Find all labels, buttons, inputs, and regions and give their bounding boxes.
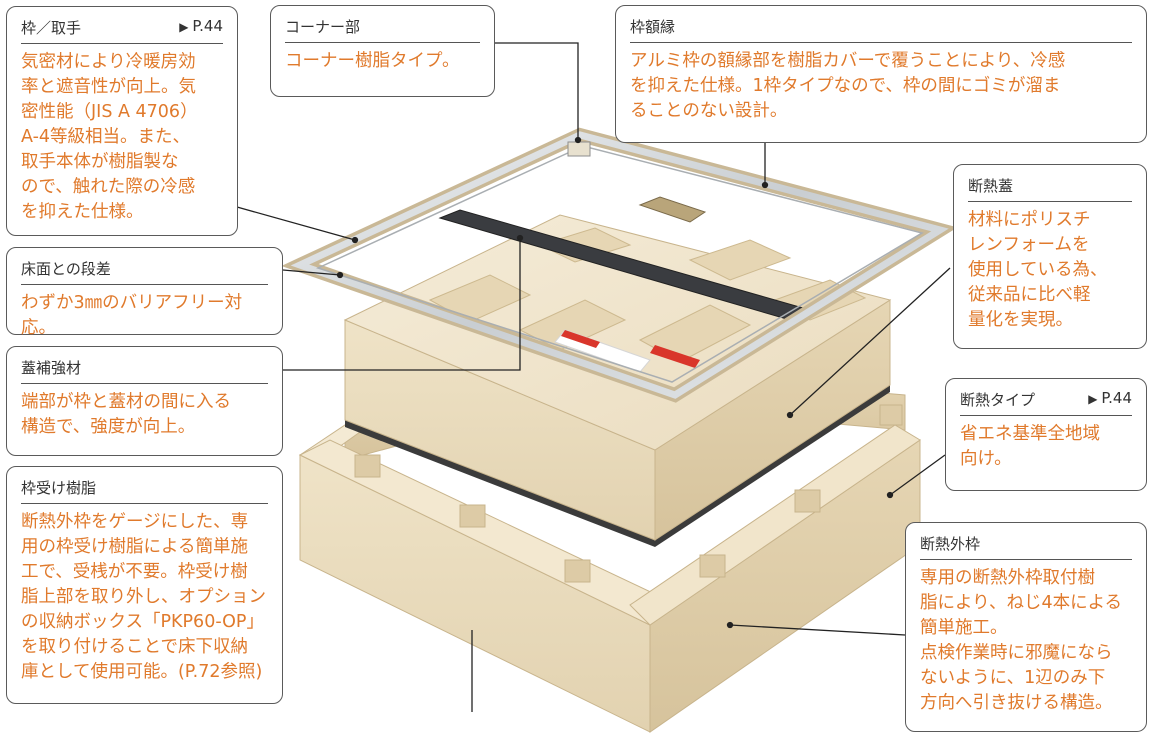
callout-insulated-lid: 断熱蓋 材料にポリスチ レンフォームを 使用している為、 従来品に比べ軽 量化を… [953,164,1147,349]
callout-corner-caption: コーナー部 [285,16,480,43]
callout-corner-title: コーナー部 [285,18,361,36]
callout-insulated-outer-frame-body: 専用の断熱外枠取付樹 脂により、ねじ4本による 簡単施工。 点検作業時に邪魔にな… [920,568,1123,713]
callout-insulated-outer-frame-title: 断熱外枠 [920,535,981,553]
callout-corner: コーナー部 コーナー樹脂タイプ。 [270,5,495,97]
callout-lid-reinforcement-title: 蓋補強材 [21,359,82,377]
callout-frame-handle-caption: 枠／取手 P.44 [21,17,223,44]
callout-frame-receiver-caption: 枠受け樹脂 [21,477,268,504]
callout-insulated-type-title: 断熱タイプ [960,391,1036,409]
callout-frame-receiver-body: 断熱外枠をゲージにした、専 用の枠受け樹脂による簡単施 工で、受桟が不要。枠受け… [21,512,266,682]
aluminium-frame-shape [281,127,958,403]
callout-corner-body: コーナー樹脂タイプ。 [285,51,460,71]
callout-frame-handle-body: 気密材により冷暖房効 率と遮音性が向上。気 密性能（JIS A 4706） A-… [21,52,198,222]
callout-floor-step-body: わずか3㎜のバリアフリー対応。 [21,293,243,338]
callout-lid-reinforcement-caption: 蓋補強材 [21,357,268,384]
handle-shape [638,196,707,223]
callout-lid-reinforcement: 蓋補強材 端部が枠と蓋材の間に入る 構造で、強度が向上。 [6,346,283,456]
callout-frame-receiver: 枠受け樹脂 断熱外枠をゲージにした、専 用の枠受け樹脂による簡単施 工で、受桟が… [6,466,283,704]
callout-floor-step: 床面との段差 わずか3㎜のバリアフリー対応。 [6,247,283,338]
callout-insulated-outer-frame: 断熱外枠 専用の断熱外枠取付樹 脂により、ねじ4本による 簡単施工。 点検作業時… [905,522,1147,732]
callout-insulated-type-page-ref: P.44 [1088,389,1132,410]
insulated-outer-frame-shape [298,364,921,733]
callout-insulated-outer-frame-caption: 断熱外枠 [920,533,1132,560]
callout-insulated-lid-title: 断熱蓋 [968,177,1014,195]
callout-insulated-lid-caption: 断熱蓋 [968,175,1132,202]
callout-insulated-type: 断熱タイプ P.44 省エネ基準全地域 向け。 [945,378,1147,491]
callout-frame-handle-page-ref: P.44 [179,17,223,38]
callout-insulated-type-body: 省エネ基準全地域 向け。 [960,424,1100,469]
callout-frame-handle-title: 枠／取手 [21,19,82,37]
callout-frame-edge: 枠額縁 アルミ枠の額縁部を樹脂カバーで覆うことにより、冷感 を抑えた仕様。1枠タ… [615,5,1147,143]
callout-frame-edge-body: アルミ枠の額縁部を樹脂カバーで覆うことにより、冷感 を抑えた仕様。1枠タイプなの… [630,51,1066,121]
callout-frame-edge-caption: 枠額縁 [630,16,1132,43]
callout-insulated-lid-body: 材料にポリスチ レンフォームを 使用している為、 従来品に比べ軽 量化を実現。 [968,210,1108,330]
callout-frame-receiver-title: 枠受け樹脂 [21,479,97,497]
callout-frame-edge-title: 枠額縁 [630,18,676,36]
callout-lid-reinforcement-body: 端部が枠と蓋材の間に入る 構造で、強度が向上。 [21,392,231,437]
leader-lines [236,42,951,712]
corner-piece-shape [567,141,591,157]
callout-floor-step-title: 床面との段差 [21,260,111,278]
callout-frame-handle: 枠／取手 P.44 気密材により冷暖房効 率と遮音性が向上。気 密性能（JIS … [6,6,238,236]
callout-insulated-type-caption: 断熱タイプ P.44 [960,389,1132,416]
callout-floor-step-caption: 床面との段差 [21,258,268,285]
